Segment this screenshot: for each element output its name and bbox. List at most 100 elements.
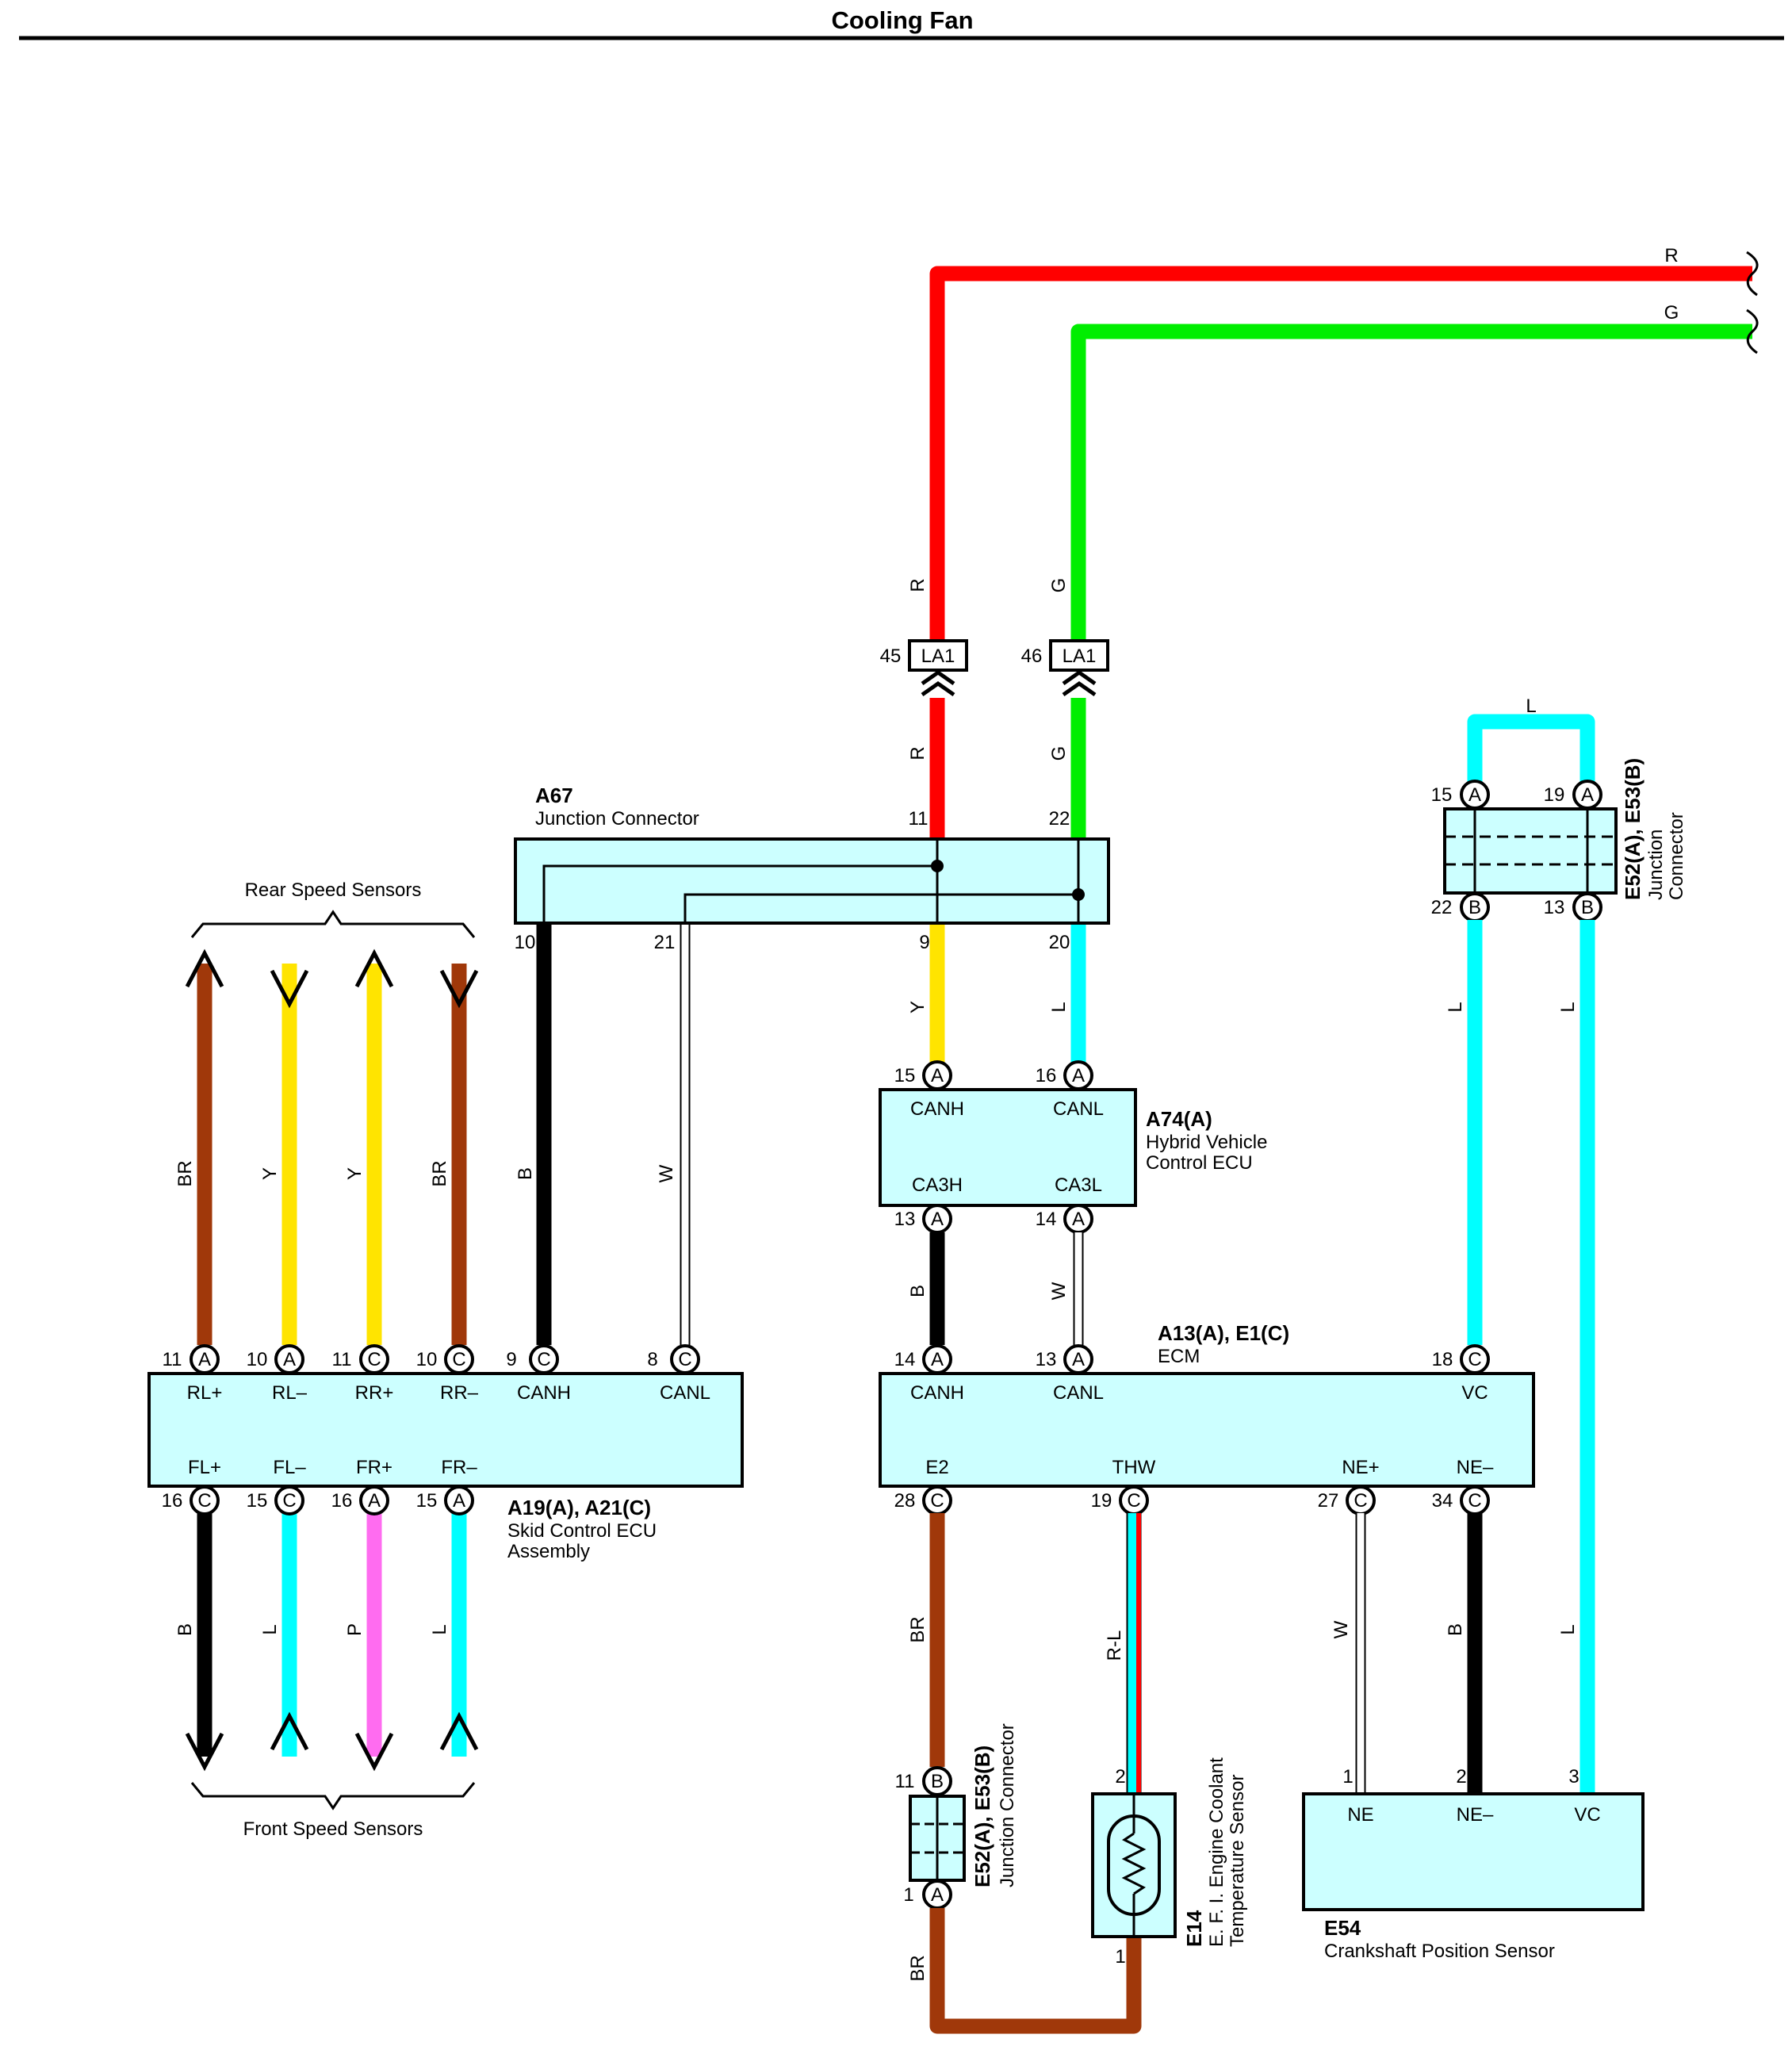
svg-text:B: B <box>1468 897 1481 918</box>
e52-bot-num-11: 11 <box>895 1771 915 1792</box>
wire-code-l-right: L <box>1557 1002 1579 1012</box>
skid-top-label-2: RL– <box>272 1382 308 1404</box>
skid-top-pin-6: C <box>670 1344 700 1374</box>
front-sensor-arrow-1 <box>185 1732 224 1772</box>
ecm-pin-nep: C <box>1346 1485 1376 1515</box>
green-wire-top <box>1070 308 1759 658</box>
skid-top-label-5: CANH <box>517 1382 571 1404</box>
e52-top-pin-19: A <box>1572 780 1602 810</box>
e52-top-num-19: 19 <box>1544 784 1565 806</box>
wire-code-w-nep: W <box>1331 1620 1352 1638</box>
svg-text:A: A <box>453 1490 465 1512</box>
e14-code: E14 <box>1182 1910 1206 1947</box>
red-wire-top <box>929 251 1759 658</box>
ecm-label-canl: CANL <box>1053 1382 1104 1404</box>
wire-code-w-a67: W <box>656 1164 677 1182</box>
rear-sensor-arrow-3 <box>354 948 394 988</box>
skid-bottom-pin-3: A <box>359 1485 389 1515</box>
skid-top-pin-1-number: 11 <box>163 1349 182 1370</box>
front-sensor-arrow-4 <box>439 1711 479 1751</box>
skid-top-label-6: CANL <box>660 1382 710 1404</box>
skid-top-pin-5: C <box>529 1344 559 1374</box>
wire-code-g-2: G <box>1048 746 1070 761</box>
ecm-pin-thw: C <box>1119 1485 1149 1515</box>
ecm-label-nep: NE+ <box>1342 1457 1379 1478</box>
skid-top-pin-3-number: 11 <box>332 1349 352 1370</box>
svg-text:A: A <box>931 1209 944 1230</box>
e14-pin-1: 1 <box>1115 1946 1125 1968</box>
wire-code-rl-thw: R-L <box>1104 1630 1125 1661</box>
a67-pin-21: 21 <box>654 932 676 953</box>
e52-top-num-13: 13 <box>1544 897 1565 918</box>
svg-text:C: C <box>1127 1490 1140 1512</box>
svg-text:C: C <box>1354 1490 1367 1512</box>
e54-pin-1: 1 <box>1342 1766 1353 1788</box>
a74-label-ca3h: CA3H <box>912 1174 963 1196</box>
e14-name-1: E. F. I. Engine Coolant <box>1206 1757 1227 1947</box>
skid-top-pin-3: C <box>359 1344 389 1374</box>
red-blue-wire-thw <box>1126 1513 1142 1794</box>
skid-top-pin-6-number: 8 <box>647 1349 657 1370</box>
e52-bot-code: E52(A), E53(B) <box>971 1745 994 1887</box>
wire-code-r-1: R <box>907 578 929 592</box>
wire-code-r-2: R <box>907 746 929 760</box>
a74-label-canl: CANL <box>1053 1098 1104 1120</box>
a74-pin-ca3h: A <box>922 1204 952 1234</box>
skid-bottom-pin-3-number: 16 <box>331 1490 353 1512</box>
skid-top-pin-4: C <box>444 1344 474 1374</box>
wire-code-g-1: G <box>1048 578 1070 593</box>
la1-connector-45: LA1 <box>908 639 968 697</box>
svg-text:A: A <box>1581 784 1594 806</box>
skid-top-pin-2: A <box>274 1344 304 1374</box>
ecm-name: ECM <box>1158 1346 1200 1367</box>
svg-text:C: C <box>930 1490 944 1512</box>
ecm-pin-e2-number: 28 <box>894 1490 916 1512</box>
skid-control-ecu-box <box>147 1372 744 1488</box>
svg-text:A: A <box>1072 1209 1085 1230</box>
skid-bottom-pin-4-number: 15 <box>416 1490 438 1512</box>
skid-bottom-label-3: FR+ <box>356 1457 392 1478</box>
ecm-label-e2: E2 <box>925 1457 948 1478</box>
svg-text:C: C <box>1468 1490 1481 1512</box>
e52-top-name-2: Connector <box>1666 812 1687 900</box>
wire-code-b-nem: B <box>1445 1623 1466 1636</box>
e54-pin-2: 2 <box>1456 1766 1466 1788</box>
skid-top-pin-5-number: 9 <box>506 1349 516 1370</box>
ecm-pin-nem-number: 34 <box>1432 1490 1453 1512</box>
svg-text:C: C <box>197 1490 211 1512</box>
wire-code-l-vc: L <box>1445 1002 1466 1012</box>
svg-text:C: C <box>537 1349 550 1370</box>
ecm-pin-vc-number: 18 <box>1432 1349 1453 1370</box>
e54-label-nem: NE– <box>1457 1804 1494 1826</box>
rear-sensor-arrow-4 <box>439 969 479 1009</box>
a74-pin-canl: A <box>1063 1060 1093 1090</box>
e54-crankshaft-sensor-box <box>1302 1792 1645 1911</box>
front-sensor-arrow-3 <box>354 1732 394 1772</box>
skid-top-pin-1: A <box>190 1344 220 1374</box>
skid-name-1: Skid Control ECU <box>507 1520 657 1542</box>
ecm-pin-canl: A <box>1063 1344 1093 1374</box>
svg-text:C: C <box>282 1490 296 1512</box>
wire-code-front-1: B <box>174 1623 196 1636</box>
a74-hybrid-ecu-box <box>879 1088 1137 1207</box>
wire-code-l-a74: L <box>1048 1002 1070 1012</box>
a74-label-canh: CANH <box>910 1098 964 1120</box>
svg-text:C: C <box>1468 1349 1481 1370</box>
wire-code-rear-1: BR <box>174 1160 196 1186</box>
ecm-label-canh: CANH <box>910 1382 964 1404</box>
svg-text:A: A <box>1468 784 1481 806</box>
a67-pin-20: 20 <box>1049 932 1070 953</box>
e54-label-vc: VC <box>1574 1804 1600 1826</box>
a74-pin-15: 15 <box>894 1065 916 1086</box>
e54-name: Crankshaft Position Sensor <box>1324 1941 1555 1962</box>
a67-junction-connector <box>514 837 1110 925</box>
wire-code-rear-3: Y <box>344 1167 366 1180</box>
a74-name-1: Hybrid Vehicle <box>1146 1132 1267 1153</box>
svg-text:B: B <box>931 1771 944 1792</box>
e52-bot-junction-box <box>909 1795 966 1882</box>
svg-text:C: C <box>367 1349 381 1370</box>
wire-code-br-e2: BR <box>907 1616 929 1642</box>
svg-text:LA1: LA1 <box>1063 646 1097 667</box>
ecm-label-nem: NE– <box>1457 1457 1494 1478</box>
